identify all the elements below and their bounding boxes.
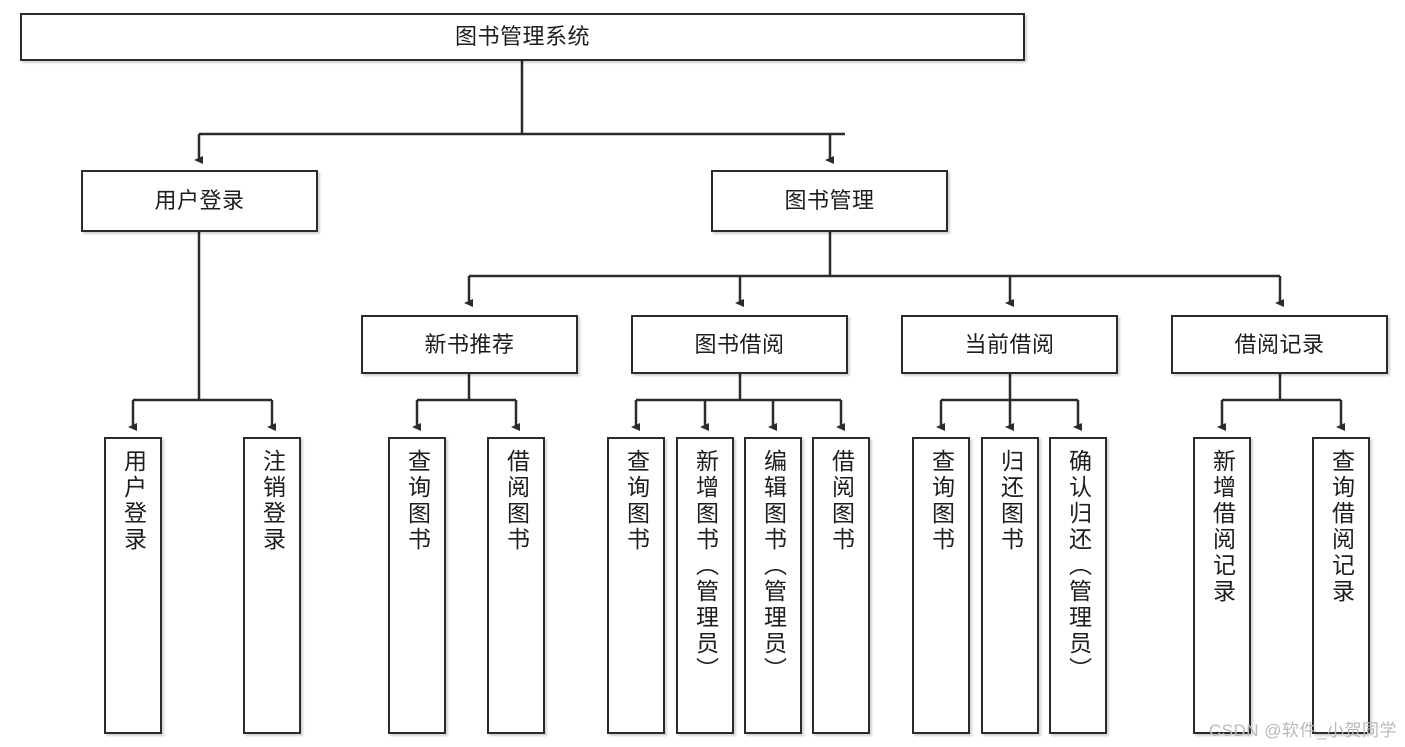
node-leaf-borrow-book-1[interactable]: 借阅图书 (487, 437, 545, 734)
node-borrow-record[interactable]: 借阅记录 (1171, 315, 1388, 374)
node-label: 查询图书 (928, 449, 955, 553)
node-label: 查询图书 (623, 449, 650, 553)
node-label: 编辑图书（管理员） (760, 449, 787, 683)
node-book-manage[interactable]: 图书管理 (711, 170, 948, 232)
node-label: 用户登录 (120, 449, 147, 553)
node-leaf-borrow-book-2[interactable]: 借阅图书 (812, 437, 870, 734)
node-leaf-query-book-2[interactable]: 查询图书 (607, 437, 665, 734)
node-root-system[interactable]: 图书管理系统 (20, 13, 1025, 61)
node-label: 用户登录 (154, 188, 245, 214)
node-leaf-user-login[interactable]: 用户登录 (104, 437, 162, 734)
node-label: 当前借阅 (964, 331, 1055, 357)
node-leaf-add-record[interactable]: 新增借阅记录 (1193, 437, 1251, 734)
node-label: 归还图书 (997, 449, 1024, 553)
node-label: 确认归还（管理员） (1065, 449, 1092, 683)
node-book-borrow[interactable]: 图书借阅 (631, 315, 848, 374)
node-current-borrow[interactable]: 当前借阅 (901, 315, 1118, 374)
node-label: 新增借阅记录 (1209, 449, 1236, 605)
node-leaf-query-book-3[interactable]: 查询图书 (912, 437, 970, 734)
node-leaf-query-record[interactable]: 查询借阅记录 (1312, 437, 1370, 734)
node-leaf-confirm-return[interactable]: 确认归还（管理员） (1049, 437, 1107, 734)
node-label: 图书管理 (784, 188, 875, 214)
node-label: 借阅图书 (828, 449, 855, 553)
node-leaf-return-book[interactable]: 归还图书 (981, 437, 1039, 734)
node-leaf-edit-book[interactable]: 编辑图书（管理员） (744, 437, 802, 734)
node-label: 图书借阅 (694, 331, 785, 357)
node-leaf-add-book[interactable]: 新增图书（管理员） (676, 437, 734, 734)
node-leaf-query-book-1[interactable]: 查询图书 (388, 437, 446, 734)
node-label: 图书管理系统 (454, 24, 590, 50)
node-label: 借阅图书 (503, 449, 530, 553)
node-leaf-logout-login[interactable]: 注销登录 (243, 437, 301, 734)
node-label: 新增图书（管理员） (692, 449, 719, 683)
node-label: 查询借阅记录 (1328, 449, 1355, 605)
node-label: 新书推荐 (424, 331, 515, 357)
csdn-watermark: CSDN @软件_小贺同学 (1208, 721, 1397, 740)
node-user-login[interactable]: 用户登录 (81, 170, 318, 232)
node-label: 查询图书 (404, 449, 431, 553)
node-new-book-recommend[interactable]: 新书推荐 (361, 315, 578, 374)
node-label: 借阅记录 (1234, 331, 1325, 357)
node-label: 注销登录 (259, 449, 286, 553)
